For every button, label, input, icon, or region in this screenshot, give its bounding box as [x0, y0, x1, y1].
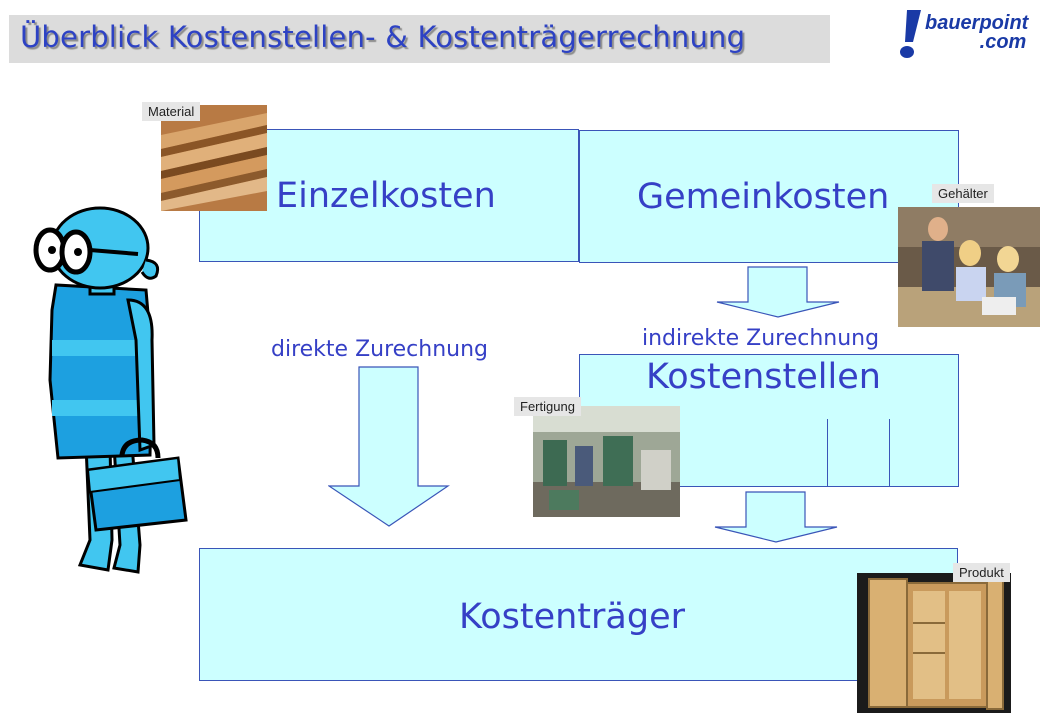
gemeinkosten-label: Gemeinkosten: [637, 177, 890, 217]
cost-center-divider: [889, 419, 890, 487]
material-wood-photo: [161, 105, 267, 211]
page-title: Überblick Kostenstellen- & Kostenträgerr…: [20, 20, 746, 54]
tag-material: Material: [142, 102, 201, 121]
arrow-down-icon: [716, 266, 840, 318]
fertigung-workshop-photo: [533, 406, 680, 517]
cost-center-divider: [827, 419, 828, 487]
produkt-wardrobe-photo: [857, 573, 1011, 713]
kostenstellen-label: Kostenstellen: [646, 357, 881, 397]
tag-fertigung: Fertigung: [514, 397, 581, 416]
tag-produkt: Produkt: [953, 563, 1010, 582]
logo-line2: .com: [979, 31, 1027, 53]
kostentraeger-label: Kostenträger: [459, 597, 685, 637]
logo-line1: bauerpoint: [925, 12, 1029, 34]
logo-exclamation-icon: [900, 10, 921, 58]
gehaelter-office-photo: [898, 207, 1040, 327]
box-kostentraeger: Kostenträger: [199, 548, 958, 681]
arrow-down-icon: [328, 366, 450, 527]
arrow-down-icon: [714, 491, 838, 543]
title-bar: [9, 15, 830, 63]
einzelkosten-label: Einzelkosten: [276, 176, 496, 216]
character-illustration: [33, 206, 188, 574]
indirekte-zurechnung-label: indirekte Zurechnung: [642, 326, 880, 351]
box-gemeinkosten: Gemeinkosten: [579, 130, 959, 263]
tag-gehaelter: Gehälter: [932, 184, 994, 203]
direkte-zurechnung-label: direkte Zurechnung: [271, 337, 489, 362]
logo-text: bauerpoint .com: [925, 12, 1029, 53]
